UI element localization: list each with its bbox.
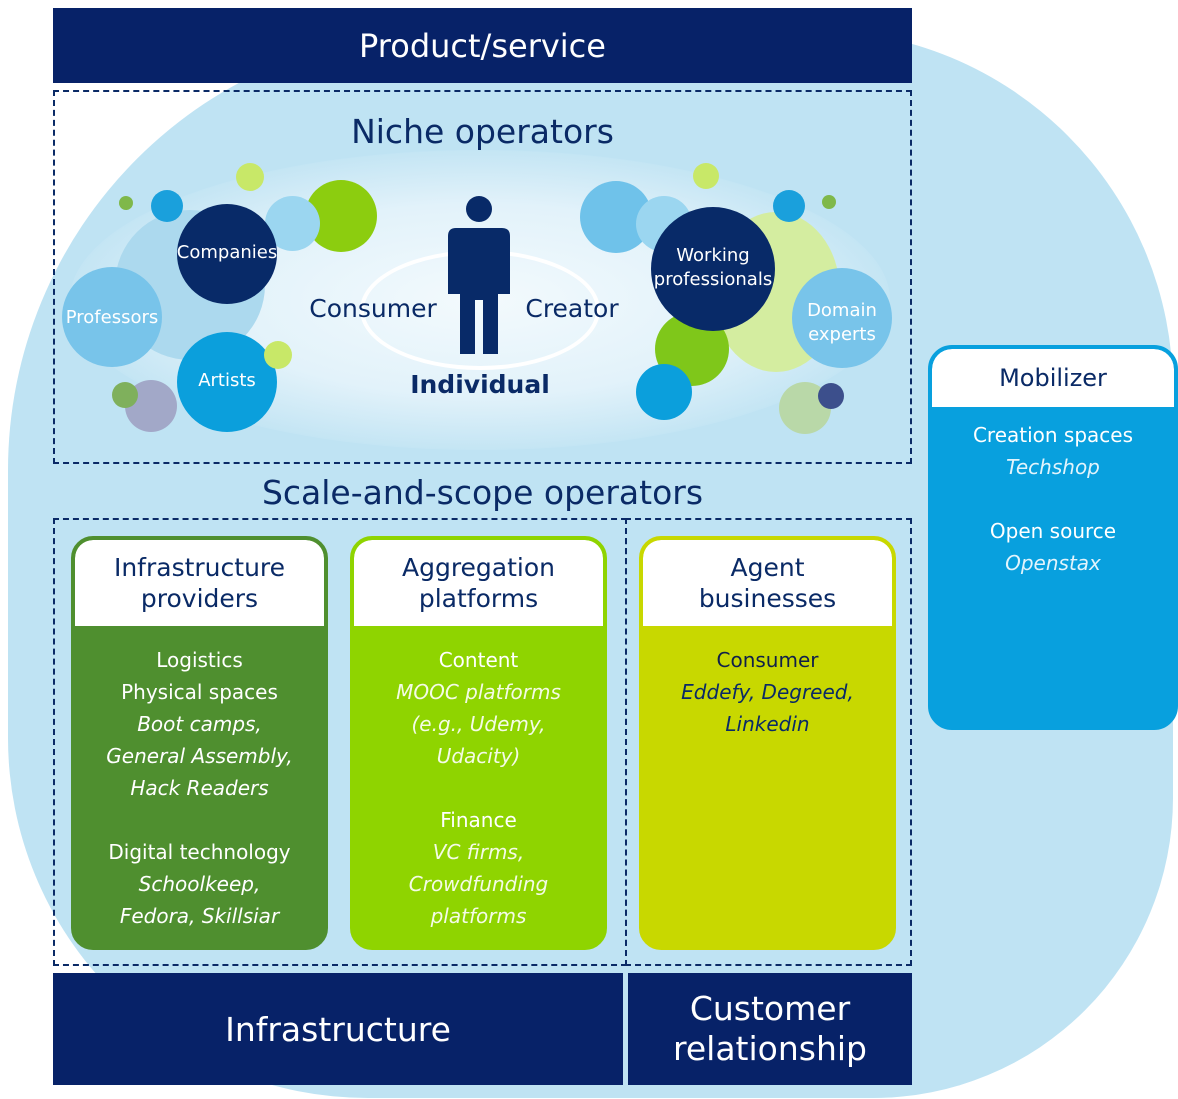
infrastructure-providers-header: Infrastructure providers xyxy=(75,540,324,626)
niche-operators-box xyxy=(53,90,912,464)
content-example: (e.g., Udemy, xyxy=(411,712,546,736)
infrastructure-bar: Infrastructure xyxy=(53,973,623,1085)
mobilizer-title: Mobilizer xyxy=(999,364,1107,392)
product-service-label: Product/service xyxy=(359,26,606,65)
physical-spaces-heading: Physical spaces xyxy=(121,680,278,704)
content-heading: Content xyxy=(438,648,519,672)
professors-bubble xyxy=(62,267,162,367)
mobilizer-card: Mobilizer Creation spaces Techshop Open … xyxy=(928,345,1178,730)
bubble-decor xyxy=(773,190,805,222)
bubble-decor xyxy=(264,341,292,369)
open-source-example: Openstax xyxy=(1005,551,1101,575)
infrastructure-title-line2: providers xyxy=(140,584,259,613)
domain-experts-line1: Domain xyxy=(807,300,877,321)
physical-spaces-example: Boot camps, xyxy=(137,712,262,736)
agent-businesses-header: Agent businesses xyxy=(643,540,892,626)
consumer-example: Linkedin xyxy=(725,712,810,736)
customer-line1: Customer xyxy=(689,989,851,1028)
working-professionals-line2: professionals xyxy=(653,269,773,290)
aggregation-platforms-body: Content MOOC platforms (e.g., Udemy, Uda… xyxy=(354,626,603,932)
scale-and-scope-title: Scale-and-scope operators xyxy=(261,473,704,512)
bubble-decor xyxy=(151,190,183,222)
agent-businesses-card: Agent businesses Consumer Eddefy, Degree… xyxy=(639,536,896,950)
domain-experts-bubble xyxy=(792,268,892,368)
niche-operators-title: Niche operators xyxy=(351,112,614,151)
customer-relationship-bar: Customer relationship xyxy=(628,973,912,1085)
finance-example: platforms xyxy=(430,904,527,928)
logistics-heading: Logistics xyxy=(156,648,243,672)
bubble-decor xyxy=(636,364,692,420)
person-icon xyxy=(448,196,510,354)
customer-line2: relationship xyxy=(673,1029,867,1068)
creation-spaces-example: Techshop xyxy=(1006,455,1100,479)
domain-experts-label: Domain experts xyxy=(792,298,892,348)
artists-label: Artists xyxy=(198,370,256,391)
consumer-heading: Consumer xyxy=(716,648,819,672)
mobilizer-header: Mobilizer xyxy=(932,349,1174,407)
individual-label: Individual xyxy=(410,370,550,399)
bubble-decor xyxy=(112,382,138,408)
companies-bubble xyxy=(177,204,277,304)
physical-spaces-example: Hack Readers xyxy=(130,776,269,800)
companies-label: Companies xyxy=(176,242,278,263)
bubble-decor xyxy=(693,163,719,189)
infrastructure-providers-body: Logistics Physical spaces Boot camps, Ge… xyxy=(75,626,324,932)
infrastructure-label: Infrastructure xyxy=(225,1009,451,1049)
agent-title-line2: businesses xyxy=(698,584,837,613)
aggregation-platforms-header: Aggregation platforms xyxy=(354,540,603,626)
domain-experts-line2: experts xyxy=(808,324,876,345)
finance-heading: Finance xyxy=(440,808,517,832)
working-professionals-line1: Working xyxy=(676,245,750,266)
scale-right-box xyxy=(625,518,912,966)
consumer-label: Consumer xyxy=(309,294,437,323)
physical-spaces-example: General Assembly, xyxy=(106,744,293,768)
aggregation-title-line2: platforms xyxy=(418,584,539,613)
creation-spaces-heading: Creation spaces xyxy=(972,423,1134,447)
mobilizer-body: Creation spaces Techshop Open source Ope… xyxy=(932,407,1174,579)
consumer-example: Eddefy, Degreed, xyxy=(681,680,854,704)
finance-example: VC firms, xyxy=(432,840,525,864)
aggregation-platforms-card: Aggregation platforms Content MOOC platf… xyxy=(350,536,607,950)
working-professionals-bubble xyxy=(651,207,775,331)
digital-technology-example: Fedora, Skillsiar xyxy=(119,904,280,928)
professors-label: Professors xyxy=(65,307,159,328)
digital-technology-heading: Digital technology xyxy=(108,840,291,864)
aggregation-title-line1: Aggregation xyxy=(401,553,556,582)
bubble-decor xyxy=(822,195,836,209)
bubble-decor xyxy=(119,196,133,210)
infrastructure-providers-card: Infrastructure providers Logistics Physi… xyxy=(71,536,328,950)
content-example: Udacity) xyxy=(436,744,521,768)
digital-technology-example: Schoolkeep, xyxy=(138,872,261,896)
content-example: MOOC platforms xyxy=(396,680,561,704)
infrastructure-title-line1: Infrastructure xyxy=(113,553,286,582)
finance-example: Crowdfunding xyxy=(408,872,549,896)
open-source-heading: Open source xyxy=(989,519,1117,543)
artists-bubble xyxy=(177,332,277,432)
product-service-bar: Product/service xyxy=(53,8,912,83)
agent-businesses-body: Consumer Eddefy, Degreed, Linkedin xyxy=(643,626,892,740)
working-professionals-label: Working professionals xyxy=(646,243,780,293)
bubble-decor xyxy=(818,383,844,409)
creator-label: Creator xyxy=(525,294,619,323)
bubble-decor xyxy=(236,163,264,191)
agent-title-line1: Agent xyxy=(730,553,805,582)
